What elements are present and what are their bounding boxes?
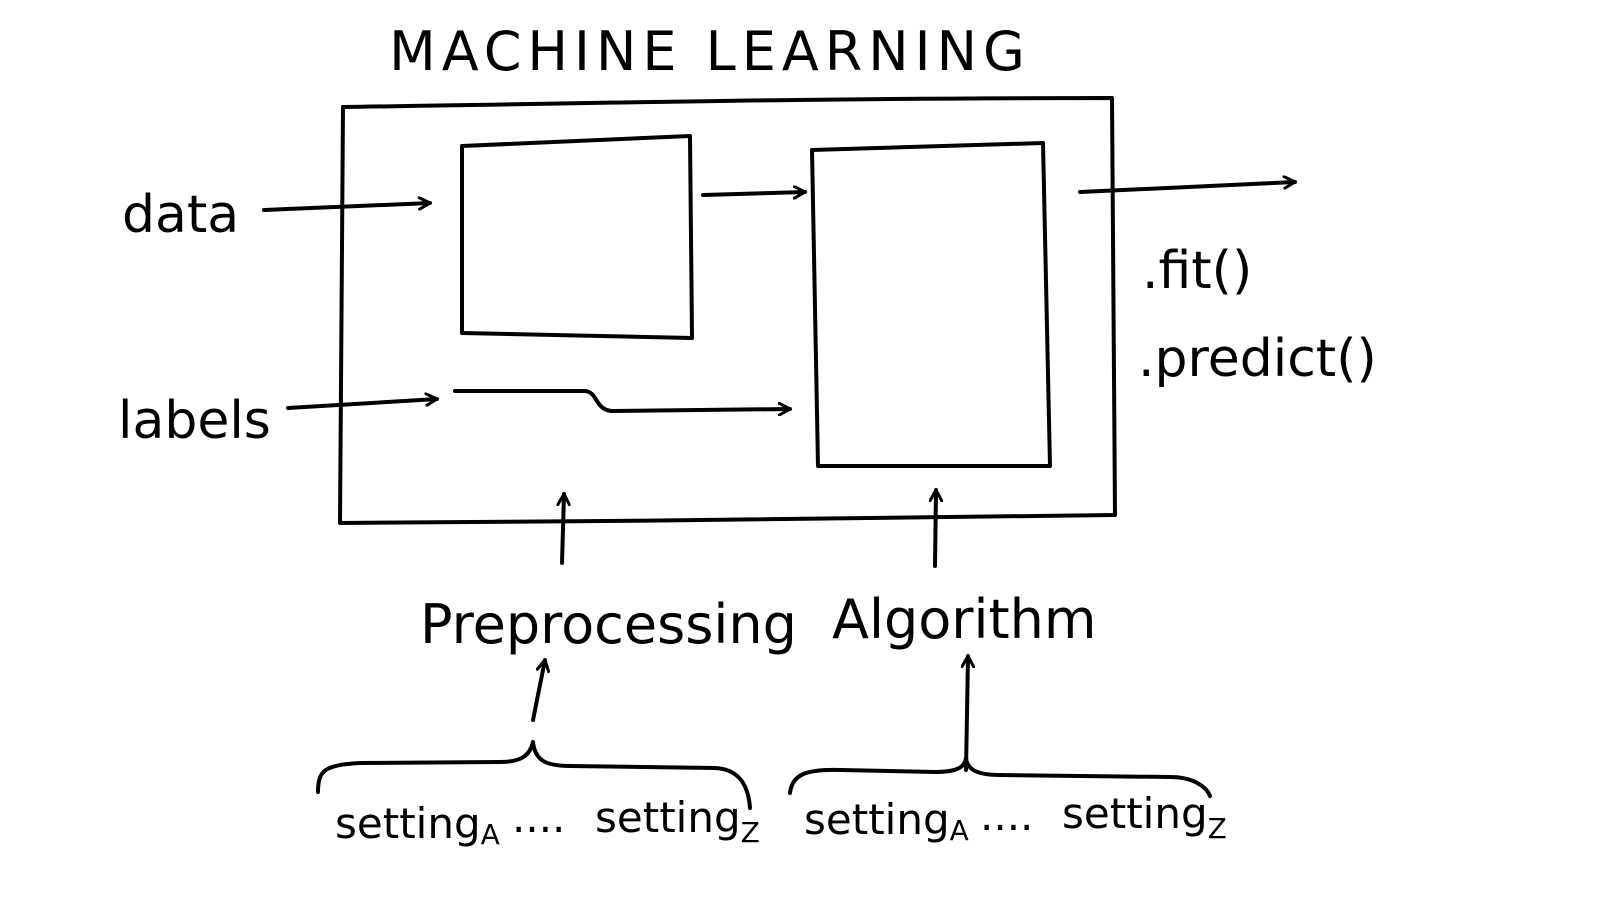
preprocessing-settings-text: settingA bbox=[335, 799, 500, 851]
preprocessing-setting-first-subscript: A bbox=[481, 818, 500, 851]
algorithm-settings-brace bbox=[788, 756, 1212, 798]
preprocessing-settings-arrow bbox=[531, 658, 545, 722]
labels-arrow bbox=[286, 399, 439, 410]
preprocessing-box bbox=[460, 134, 694, 340]
algorithm-up-arrow bbox=[935, 488, 936, 568]
preprocessing-setting-first: setting bbox=[335, 799, 481, 848]
preprocessing-settings-last-text: settingZ bbox=[595, 793, 760, 849]
preprocessing-up-arrow bbox=[562, 492, 564, 565]
algorithm-setting-first: setting bbox=[804, 795, 950, 844]
diagram-title: MACHINE LEARNING bbox=[389, 20, 1031, 83]
algorithm-box bbox=[810, 141, 1052, 468]
preprocessing-setting-last: setting bbox=[595, 793, 741, 842]
preprocessing-settings-ellipsis: .... bbox=[512, 793, 565, 842]
data-arrow bbox=[262, 203, 432, 212]
data-input-label: data bbox=[122, 185, 239, 245]
preprocessing-settings-brace bbox=[316, 740, 752, 810]
machine-learning-box bbox=[338, 96, 1117, 525]
algorithm-setting-last-subscript: Z bbox=[1208, 812, 1227, 845]
algorithm-settings-last-text: settingZ bbox=[1062, 789, 1227, 845]
preprocessing-setting-last-subscript: Z bbox=[741, 816, 760, 849]
preprocessing-to-algorithm-arrow bbox=[701, 192, 807, 195]
fit-method-label: .fit() bbox=[1142, 241, 1252, 301]
labels-bypass-arrow bbox=[453, 389, 792, 411]
algorithm-setting-last: setting bbox=[1062, 789, 1208, 838]
algorithm-label: Algorithm bbox=[832, 588, 1096, 651]
algorithm-settings-text: settingA bbox=[804, 795, 969, 847]
preprocessing-label: Preprocessing bbox=[420, 593, 797, 656]
algorithm-settings-ellipsis: .... bbox=[980, 791, 1033, 840]
algorithm-settings-arrow bbox=[966, 654, 968, 772]
output-arrow bbox=[1078, 182, 1297, 194]
algorithm-setting-first-subscript: A bbox=[950, 814, 969, 847]
labels-input-label: labels bbox=[118, 391, 271, 451]
predict-method-label: .predict() bbox=[1138, 329, 1377, 389]
